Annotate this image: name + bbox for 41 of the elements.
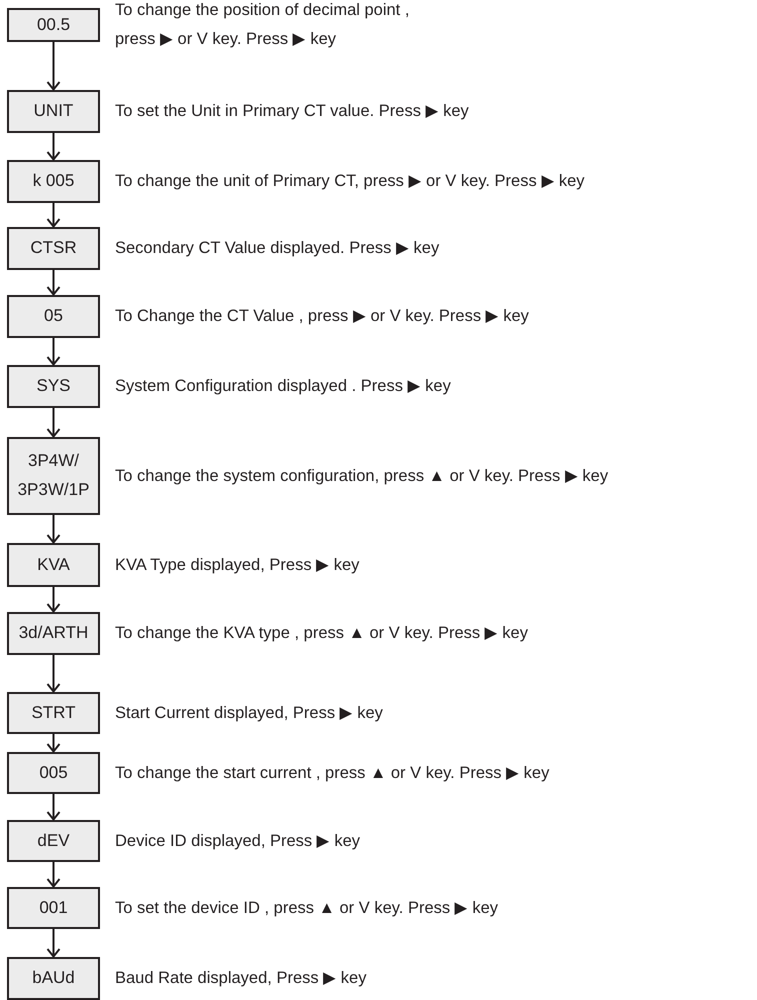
display-box: KVA [7,543,100,587]
display-box: 00.5 [7,8,100,42]
display-box: CTSR [7,227,100,270]
arrow [46,655,60,692]
instruction-text: Baud Rate displayed, Press ▶ key [115,968,366,990]
instruction-text: To set the Unit in Primary CT value. Press ▶ key [115,101,469,122]
arrow [46,862,60,888]
display-box: k 005 [7,160,100,203]
arrow [46,929,60,958]
display-box: 3d/ARTH [7,612,100,655]
instruction-text: To set the device ID , press ▲ or V key. Press ▶ key [115,898,498,919]
instruction-text: To Change the CT Value , press ▶ or V key. Press ▶ key [115,306,529,328]
display-box: UNIT [7,90,100,133]
display-box: dEV [7,820,100,862]
arrow [46,408,60,438]
instruction-text: To change the KVA type , press ▲ or V key. Press ▶ key [115,623,528,644]
instruction-text: System Configuration displayed . Press ▶ key [115,376,451,398]
instruction-text: Start Current displayed, Press ▶ key [115,702,383,724]
arrow [46,270,60,296]
display-box: STRT [7,692,100,734]
instruction-text: Secondary CT Value displayed. Press ▶ key [115,238,440,260]
instruction-text: To change the system configuration, press ▲ or V key. Press ▶ key [115,466,608,487]
arrow [46,734,60,752]
display-box: 005 [7,752,100,794]
instruction-text: To change the start current , press ▲ or V key. Press ▶ key [115,762,550,784]
arrow [46,42,60,90]
display-box: bAUd [7,957,100,1000]
arrow [46,794,60,820]
instruction-text: To change the unit of Primary CT, press ▶ or V key. Press ▶ key [115,171,585,192]
arrow [46,338,60,366]
display-box: 3P4W/ 3P3W/1P [7,437,100,515]
display-box: SYS [7,365,100,408]
instruction-text: KVA Type displayed, Press ▶ key [115,554,360,576]
instruction-text: Device ID displayed, Press ▶ key [115,830,360,852]
display-box: 05 [7,295,100,338]
arrow [46,203,60,228]
instruction-text: To change the position of decimal point , press ▶ or V key. Press ▶ key [115,0,410,50]
display-box: 001 [7,887,100,929]
arrow [46,133,60,160]
arrow [46,515,60,544]
arrow [46,587,60,612]
